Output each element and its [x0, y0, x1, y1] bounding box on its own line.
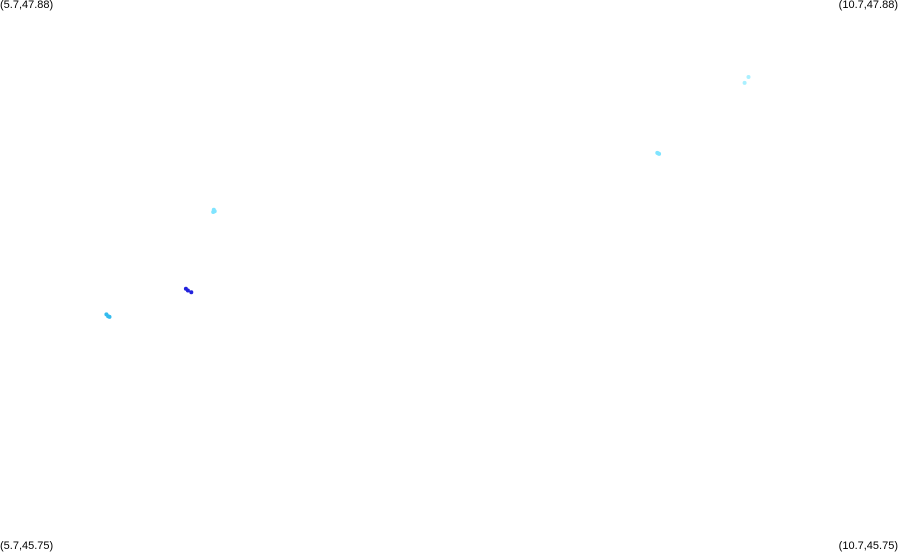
corner-label-top-right: (10.7,47.88): [838, 0, 898, 11]
corner-label-bottom-right: (10.7,45.75): [838, 540, 898, 552]
map-point-9: [185, 288, 190, 293]
corner-label-top-left: (5.7,47.88): [0, 0, 54, 11]
map-point-1: [742, 80, 747, 85]
map-point-0: [746, 75, 751, 79]
map-point-7: [211, 210, 216, 214]
map-point-4: [655, 150, 660, 155]
map-point-13: [107, 314, 112, 319]
map-point-10: [189, 290, 194, 295]
corner-label-bottom-left: (5.7,45.75): [0, 540, 54, 552]
